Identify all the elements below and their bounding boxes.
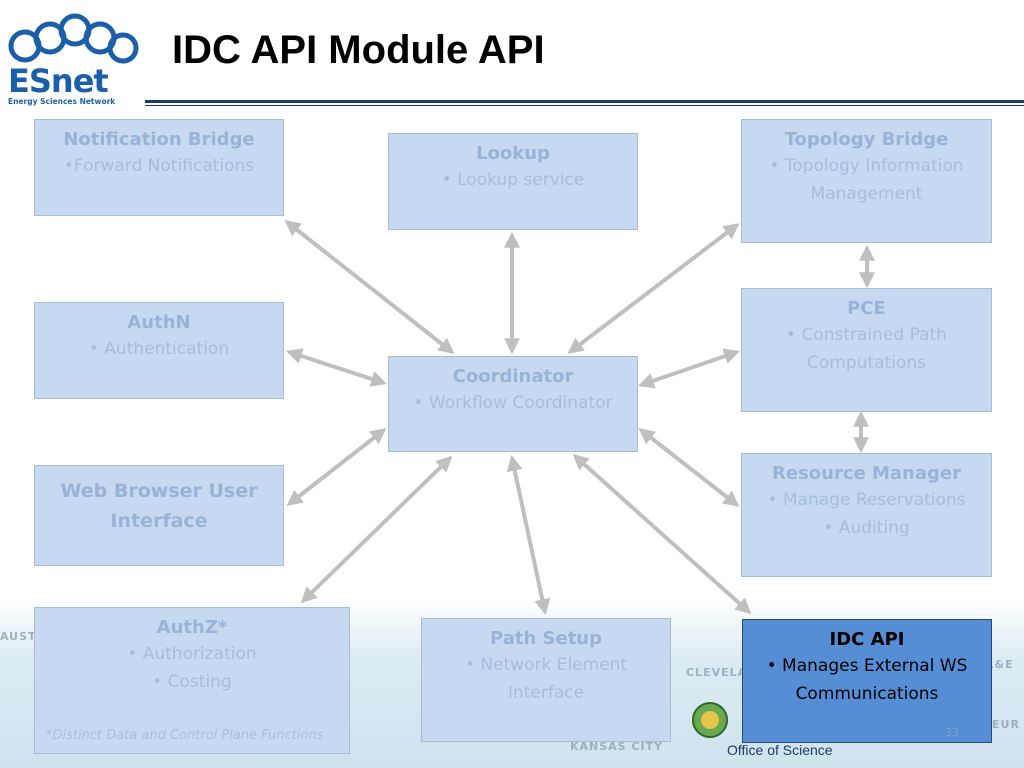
box-line: Interface [507,683,585,703]
arrow-coordinator-idcapi [572,453,752,615]
notification-bridge-box: Notification Bridge •Forward Notificatio… [34,119,284,216]
box-line: Computations [807,353,926,373]
box-title: Topology Bridge [784,129,949,150]
box-title: Notification Bridge [63,129,255,150]
arrow-coordinator-resource [638,428,740,507]
map-label: AUSTI [0,630,42,643]
pce-box: PCE • Constrained Path Computations [741,288,992,412]
arrow-coordinator-pathsetup [506,454,551,616]
arrow-notification-coordinator [284,220,455,354]
box-line: • Lookup service [441,170,585,190]
logo-wordmark: ESnet [8,62,109,100]
box-title: Path Setup [489,628,603,649]
box-line: • Manage Reservations [767,490,966,510]
web-browser-ui-box: Web Browser User Interface [34,465,284,566]
map-label: EUR [992,718,1020,731]
box-title-line2: Interface [110,510,208,532]
arrow-coordinator-pce [637,348,741,389]
box-title: Web Browser User [60,480,258,502]
topology-bridge-box: Topology Bridge • Topology Information M… [741,119,992,243]
box-line: • Authentication [88,339,230,359]
coordinator-box: Coordinator • Workflow Coordinator [388,356,638,452]
box-line: • Authorization [127,644,257,664]
box-title: Coordinator [452,366,574,387]
resource-manager-box: Resource Manager • Manage Reservations •… [741,453,992,577]
title-rule-thin [145,105,1024,106]
lookup-box: Lookup • Lookup service [388,133,638,230]
path-setup-box: Path Setup • Network Element Interface [421,618,671,742]
box-line: Management [810,184,923,204]
page-number: 33 [945,726,959,739]
box-title: Lookup [476,143,550,164]
doe-seal [692,702,728,738]
box-line: • Constrained Path [786,325,947,345]
esnet-logo [8,13,139,64]
box-line: •Forward Notifications [63,156,255,176]
box-title: PCE [847,298,886,319]
map-label: CLEVELA [686,666,748,679]
sponsor-label: Office of Science [727,742,833,758]
box-title: IDC API [829,629,905,650]
arrow-authn-coordinator [285,348,388,387]
arrow-topology-coordinator [567,223,740,354]
arrow-webui-coordinator [286,428,387,506]
authn-box: AuthN • Authentication [34,302,284,399]
box-line: • Network Element [464,655,628,675]
box-line: • Costing [152,672,232,692]
title-rule [145,100,1024,103]
box-line: • Manages External WS [766,656,968,676]
slide-title: IDC API Module API [172,28,545,72]
footnote: *Distinct Data and Control Plane Functio… [46,728,324,743]
map-label: KANSAS CITY [570,740,664,753]
box-title: Resource Manager [772,463,961,484]
box-line: Communications [795,684,939,704]
box-title: AuthZ* [156,617,228,638]
box-line: • Topology Information [769,156,964,176]
idc-api-box: IDC API • Manages External WS Communicat… [742,619,992,743]
logo-subtitle: Energy Sciences Network [8,97,116,106]
box-title: AuthN [127,312,191,333]
authz-box: AuthZ* • Authorization • Costing [34,607,350,754]
box-line: • Auditing [823,518,910,538]
box-line: • Workflow Coordinator [413,393,613,413]
arrow-authz-coordinator [300,455,453,604]
